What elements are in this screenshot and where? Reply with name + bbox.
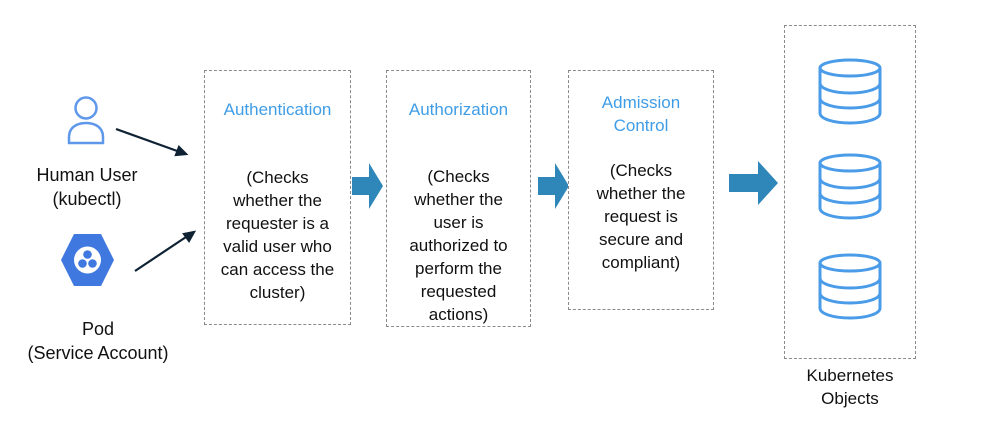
authorization-description: (Checks whether the user is authorized t… xyxy=(409,167,508,324)
user-icon xyxy=(67,96,105,145)
admission-control-description: (Checks whether the request is secure an… xyxy=(596,161,686,272)
human-user-label: Human User (kubectl) xyxy=(36,165,138,209)
pod-icon xyxy=(61,234,114,286)
authorization-stage-box: Authorization (Checks whether the user i… xyxy=(386,70,531,327)
authentication-stage-box: Authentication (Checks whether the reque… xyxy=(204,70,351,325)
admission-control-stage-box: Admission Control (Checks whether the re… xyxy=(568,70,714,310)
pod-label: Pod (Service Account) xyxy=(27,319,169,363)
admission-control-title: Admission Control xyxy=(601,93,681,135)
authentication-description: (Checks whether the requester is a valid… xyxy=(220,168,335,302)
authorization-title: Authorization xyxy=(408,100,509,119)
authentication-title: Authentication xyxy=(223,100,332,119)
kubernetes-objects-box xyxy=(784,25,916,359)
kubernetes-objects-label: Kubernetes Objects xyxy=(806,366,894,408)
